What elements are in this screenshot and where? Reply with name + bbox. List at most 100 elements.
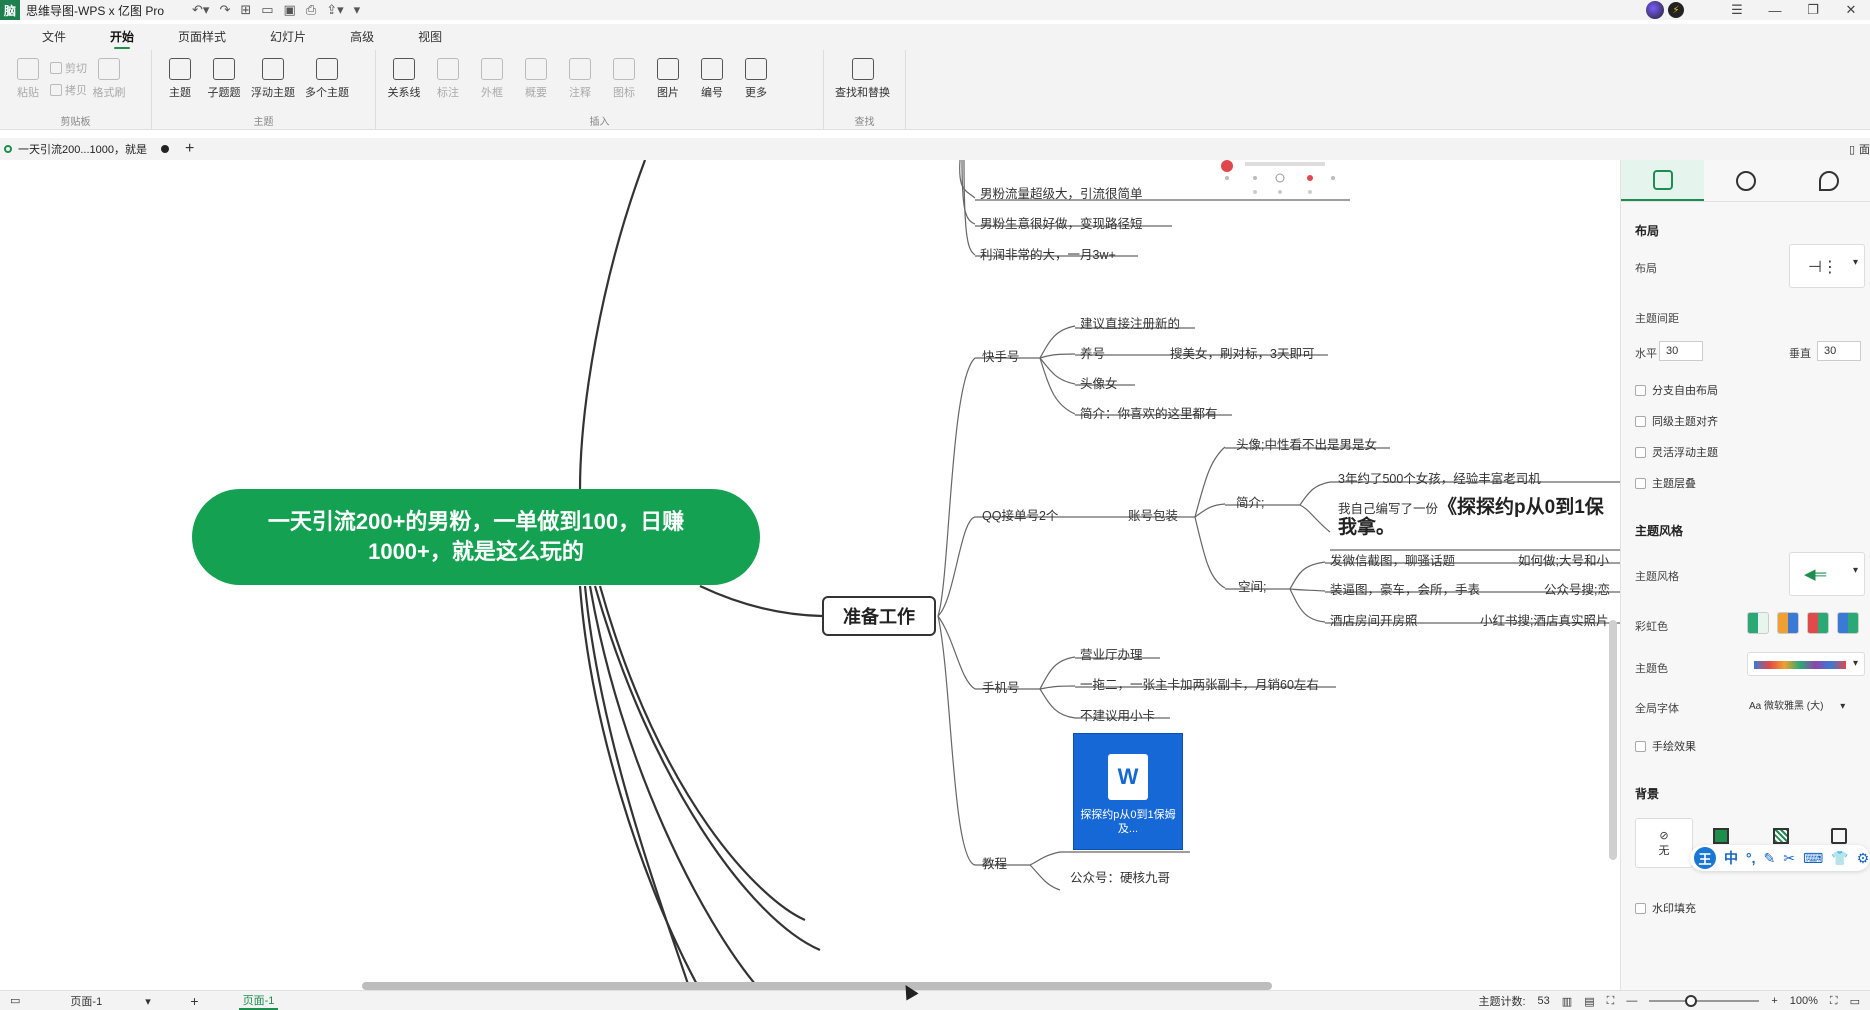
unsaved-indicator-icon[interactable] bbox=[161, 145, 169, 153]
undo-icon[interactable]: ↶▾ bbox=[192, 2, 210, 17]
export-icon[interactable]: ⇪▾ bbox=[326, 2, 344, 17]
zoom-in-icon[interactable]: + bbox=[1771, 995, 1778, 1007]
book-view-icon[interactable]: ▥ bbox=[1561, 995, 1573, 1008]
copy-button[interactable]: 拷贝 bbox=[50, 82, 87, 98]
settings-icon[interactable]: ⚙ bbox=[1856, 849, 1870, 866]
topic-item[interactable]: 公众号：硬核九哥 bbox=[1070, 871, 1171, 885]
embedded-image-thumbnail[interactable] bbox=[1215, 160, 1350, 202]
open-folder-icon[interactable]: ▭ bbox=[261, 2, 274, 17]
rainbow-option-3[interactable] bbox=[1807, 612, 1829, 634]
page-tab[interactable]: 页面-1 bbox=[238, 992, 279, 1010]
keyboard-icon[interactable]: ⌨ bbox=[1802, 849, 1824, 866]
minimize-button[interactable]: — bbox=[1768, 2, 1782, 18]
topic-item[interactable]: 发微信截图，聊骚话题 bbox=[1330, 554, 1456, 568]
paste-button[interactable]: 粘贴 bbox=[6, 54, 50, 130]
topic-item[interactable]: 男粉生意很好做，变现路径短 bbox=[980, 217, 1143, 231]
tab-page-style[interactable]: 页面样式 bbox=[178, 30, 227, 44]
branch-qq[interactable]: QQ接单号2个 bbox=[982, 509, 1059, 523]
vertical-spacing-input[interactable]: 30 bbox=[1817, 341, 1861, 361]
redo-icon[interactable]: ↷ bbox=[219, 2, 231, 17]
checkbox-align-siblings[interactable]: 同级主题对齐 bbox=[1635, 413, 1718, 429]
add-page-button[interactable]: + bbox=[190, 992, 199, 1009]
branch-phone[interactable]: 手机号 bbox=[982, 681, 1020, 695]
menu-icon[interactable]: ☰ bbox=[1731, 2, 1743, 17]
topic-item[interactable]: 不建议用小卡 bbox=[1080, 709, 1156, 723]
topic-item[interactable]: 我自己编写了一份《探探约p从0到1保 bbox=[1338, 497, 1604, 518]
save-icon[interactable]: ▣ bbox=[283, 2, 296, 17]
topic-account-pack[interactable]: 账号包装 bbox=[1128, 509, 1179, 523]
callout-button[interactable]: 标注 bbox=[426, 54, 470, 130]
topic-item[interactable]: 利润非常的大，一月3w+ bbox=[980, 248, 1116, 262]
boundary-button[interactable]: 外框 bbox=[470, 54, 514, 130]
fullscreen-icon[interactable]: ⛶ bbox=[1829, 994, 1838, 1007]
rainbow-option-2[interactable] bbox=[1777, 612, 1799, 634]
sidebar-toggle-icon[interactable]: ▭ bbox=[10, 995, 21, 1007]
theme-color-select[interactable]: ▾ bbox=[1747, 652, 1865, 676]
rainbow-option-4[interactable] bbox=[1837, 612, 1859, 634]
horizontal-scrollbar[interactable] bbox=[362, 982, 1272, 990]
zoom-out-icon[interactable]: — bbox=[1626, 995, 1638, 1007]
ime-logo-icon[interactable]: 王 bbox=[1694, 847, 1716, 869]
user-avatar[interactable] bbox=[1646, 1, 1664, 19]
mindmap-canvas[interactable]: 一天引流200+的男粉，一单做到100，日赚1000+，就是这么玩的 准备工作 … bbox=[0, 160, 1620, 990]
skin-icon[interactable]: 👕 bbox=[1831, 849, 1849, 866]
checkbox-hand-drawn[interactable]: 手绘效果 bbox=[1635, 738, 1696, 754]
cut-button[interactable]: 剪切 bbox=[50, 60, 87, 76]
vip-badge-icon[interactable]: ⚡ bbox=[1668, 2, 1684, 18]
float-topic-button[interactable]: 浮动主题 bbox=[246, 54, 300, 130]
topic-item[interactable]: 头像;中性看不出是男是女 bbox=[1236, 438, 1377, 452]
topic-item[interactable]: 简介：你喜欢的这里都有 bbox=[1080, 407, 1218, 421]
topic-item[interactable]: 装逼图，豪车，会所，手表 bbox=[1330, 583, 1481, 597]
bg-image-option[interactable] bbox=[1831, 828, 1847, 844]
checkbox-free-layout[interactable]: 分支自由布局 bbox=[1635, 382, 1718, 398]
vertical-scrollbar[interactable] bbox=[1609, 620, 1617, 860]
zoom-level[interactable]: 100% bbox=[1789, 995, 1818, 1007]
attached-file-card[interactable]: W 探探约p从0到1保姆及... bbox=[1073, 733, 1183, 850]
topic-item[interactable]: 男粉流量超级大，引流很简单 bbox=[980, 187, 1143, 201]
main-topic-button[interactable]: 主题 bbox=[158, 54, 202, 130]
panel-toggle[interactable]: ▯ 面 bbox=[1848, 143, 1870, 157]
topic-item[interactable]: 建议直接注册新的 bbox=[1080, 317, 1181, 331]
global-font-select[interactable]: Aa 微软雅黑 (大) ▾ bbox=[1749, 701, 1846, 712]
topic-item-continued[interactable]: 我拿。 bbox=[1338, 517, 1396, 538]
icon-button[interactable]: 图标 bbox=[602, 54, 646, 130]
relation-line-button[interactable]: 关系线 bbox=[382, 54, 426, 130]
topic-item[interactable]: 头像女 bbox=[1080, 377, 1118, 391]
topic-item[interactable]: 营业厅办理 bbox=[1080, 648, 1143, 662]
format-painter-button[interactable]: 格式刷 bbox=[87, 54, 131, 130]
topic-item[interactable]: 养号 bbox=[1080, 347, 1106, 361]
more-button[interactable]: 更多 bbox=[734, 54, 778, 130]
bg-texture-option[interactable] bbox=[1773, 828, 1789, 844]
present-icon[interactable]: ▭ bbox=[1849, 995, 1860, 1008]
tab-advanced[interactable]: 高级 bbox=[350, 30, 375, 44]
topic-item[interactable]: 酒店房间开房照 bbox=[1330, 614, 1418, 628]
zoom-slider-knob[interactable] bbox=[1685, 995, 1698, 1007]
root-topic[interactable]: 一天引流200+的男粉，一单做到100，日赚1000+，就是这么玩的 bbox=[192, 489, 760, 585]
topic-intro[interactable]: 简介; bbox=[1236, 496, 1265, 510]
topic-item[interactable]: 3年约了500个女孩，经验丰富老司机 bbox=[1338, 472, 1541, 486]
bg-none-option[interactable]: ⊘ 无 bbox=[1635, 818, 1693, 868]
punctuation-icon[interactable]: °, bbox=[1746, 850, 1756, 866]
tab-file[interactable]: 文件 bbox=[42, 30, 67, 44]
screenshot-icon[interactable]: ✂ bbox=[1783, 849, 1795, 866]
tab-location[interactable] bbox=[1787, 160, 1870, 201]
topic-space[interactable]: 空间; bbox=[1238, 580, 1267, 594]
fit-screen-icon[interactable]: ⛶ bbox=[1606, 994, 1615, 1007]
ime-floating-toolbar[interactable]: 王 中 °, ✎ ✂ ⌨ 👕 ⚙ bbox=[1690, 845, 1870, 871]
topic-item[interactable]: 公众号搜;恋 bbox=[1544, 583, 1610, 597]
add-tab-button[interactable]: + bbox=[185, 140, 195, 157]
branch-kuaishou[interactable]: 快手号 bbox=[982, 350, 1020, 364]
topic-item[interactable]: 一拖二，一张主卡加两张副卡，月销60左右 bbox=[1080, 678, 1319, 692]
topic-item[interactable]: 小红书搜;酒店真实照片 bbox=[1480, 614, 1609, 628]
theme-style-select[interactable]: ◀═ ▾ bbox=[1789, 552, 1865, 596]
summary-button[interactable]: 概要 bbox=[514, 54, 558, 130]
checkbox-watermark[interactable]: 水印填充 bbox=[1635, 900, 1696, 916]
layout-select[interactable]: ⊣⋮ ▾ bbox=[1789, 244, 1865, 288]
bg-color-option[interactable] bbox=[1713, 828, 1729, 844]
tab-slides[interactable]: 幻灯片 bbox=[270, 30, 307, 44]
customize-icon[interactable]: ▾ bbox=[353, 2, 361, 17]
rainbow-option-1[interactable] bbox=[1747, 612, 1769, 634]
print-icon[interactable]: ⎙ bbox=[305, 2, 317, 17]
topic-item[interactable]: 搜美女，刷对标，3天即可 bbox=[1170, 347, 1315, 361]
multi-topic-button[interactable]: 多个主题 bbox=[300, 54, 354, 130]
